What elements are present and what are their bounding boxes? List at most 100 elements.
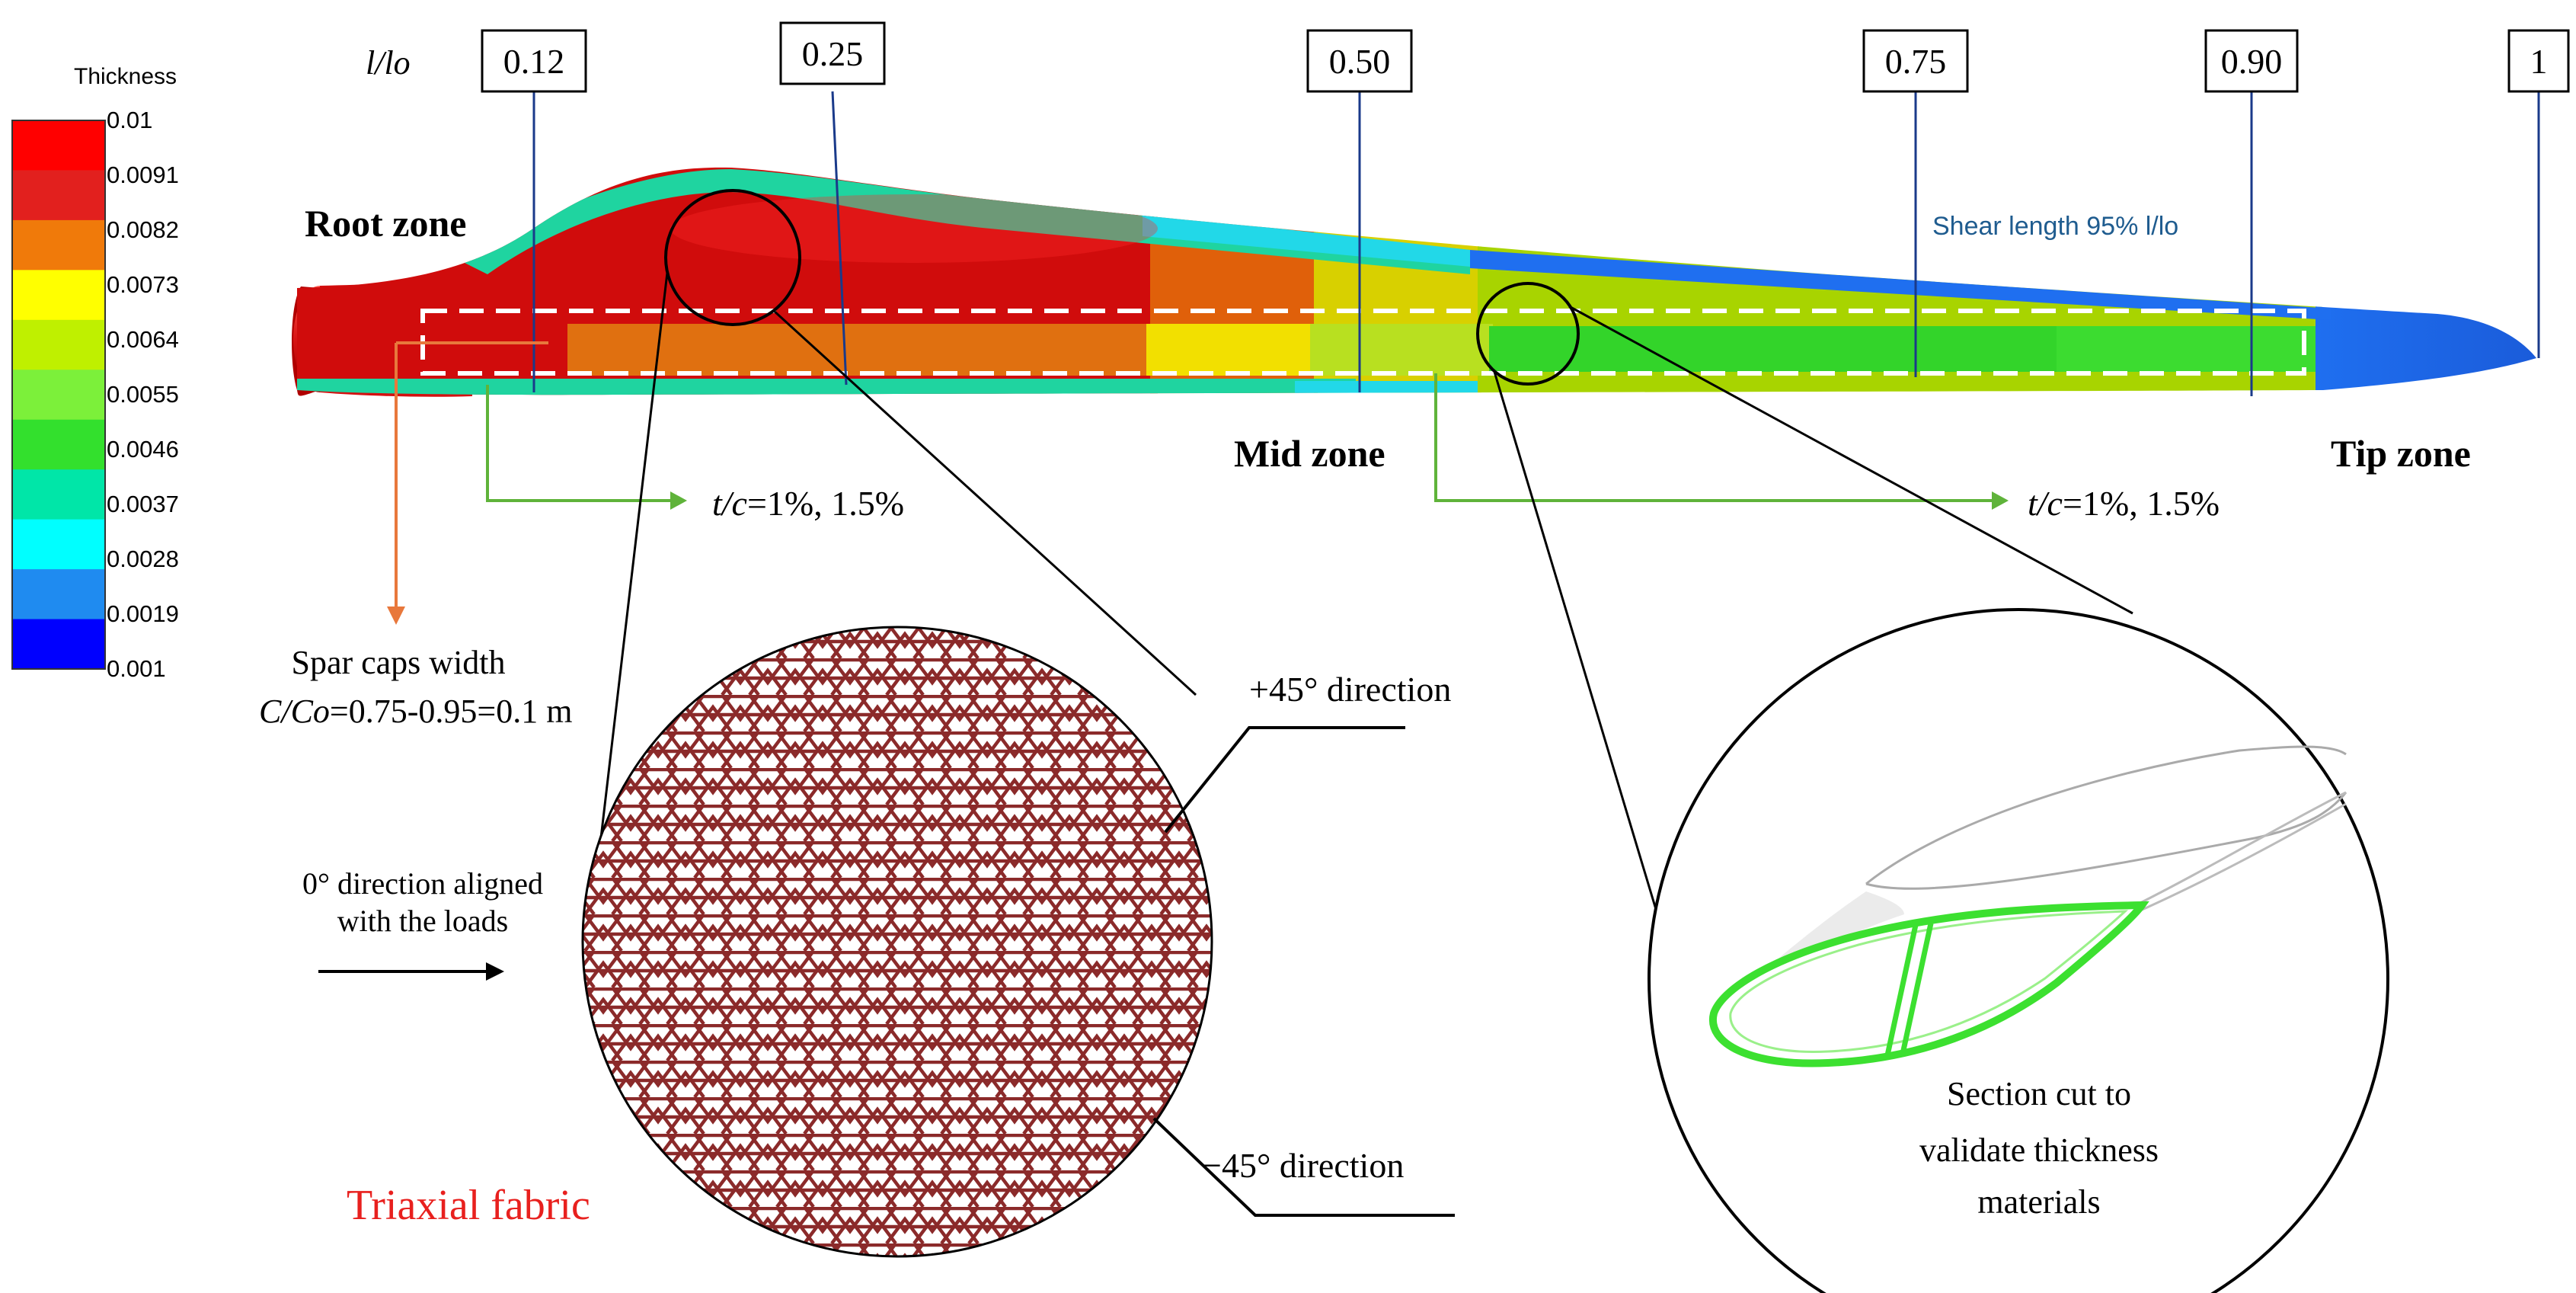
spar-cap-yellow [1146, 324, 1314, 376]
station-marker: 0.90 [2204, 29, 2299, 396]
station-label: 0.50 [1329, 42, 1391, 81]
zero-direction-arrow-head [486, 962, 504, 981]
station-line [831, 91, 848, 386]
tc-arrow-root: t/c=1%, 1.5% [486, 385, 904, 523]
tc-arrow-mid-head [1992, 491, 2009, 510]
tc-arrow-mid-line [1434, 373, 1992, 502]
legend-band [12, 319, 105, 370]
spar-caps-line1: Spar caps width [291, 644, 505, 681]
blade-thickness-field [297, 167, 2536, 395]
station-label: 0.12 [503, 42, 565, 81]
plus45-leader [1164, 726, 1405, 834]
fabric-title: Triaxial fabric [347, 1182, 590, 1229]
section-cut-detail: Section cut to validate thickness materi… [1648, 608, 2389, 1293]
legend-tick-label: 0.0046 [107, 436, 179, 462]
station-marker: 0.50 [1306, 29, 1413, 392]
station-label: 0.75 [1885, 42, 1947, 81]
section-airfoil-inner [1729, 910, 2128, 1053]
spar-cap-root [567, 324, 1154, 376]
tc-arrow-root-head [670, 491, 687, 510]
field-leading-cyan [1143, 213, 1470, 267]
legend-band [12, 519, 105, 570]
zoom-connector-section-right [1568, 305, 2133, 615]
legend-title: Thickness [74, 64, 177, 89]
station-box [1306, 29, 1413, 93]
station-box [2204, 29, 2299, 93]
station-marker: 1 [2507, 29, 2570, 358]
legend-band [12, 419, 105, 470]
station-marker: 0.12 [481, 29, 587, 392]
legend-tick-label: 0.0055 [107, 381, 179, 408]
field-leading-blue [1470, 250, 2331, 320]
spar-caps-ratio-values: =0.75-0.95=0.1 m [330, 693, 573, 730]
legend-band [12, 619, 105, 670]
zoom-connector-left [599, 272, 669, 845]
zoom-connector-right [772, 309, 1197, 696]
legend-band [12, 569, 105, 620]
station-label: 0.25 [802, 34, 864, 73]
section-circle [1648, 608, 2389, 1293]
legend-tick-label: 0.0073 [107, 271, 179, 298]
zero-direction-line1: 0° direction aligned [302, 866, 543, 901]
section-cut-line3: materials [1977, 1183, 2100, 1221]
station-marker: 0.25 [779, 21, 886, 386]
section-blade-surface [1865, 745, 2347, 890]
tc-label-mid-values: =1%, 1.5% [2063, 484, 2220, 523]
mid-zone-label: Mid zone [1234, 432, 1385, 475]
minus45-leader [1152, 1117, 1455, 1217]
spar-caps-ratio-symbol: C/Co [259, 693, 330, 730]
station-marker: 0.75 [1862, 29, 1969, 377]
legend-band [12, 370, 105, 421]
blade-model [292, 167, 2536, 397]
section-shear-web-b [1900, 923, 1934, 1055]
legend-tick-label: 0.0028 [107, 546, 179, 572]
legend-band [12, 219, 105, 270]
legend-band [12, 270, 105, 321]
legend-tick-label: 0.0082 [107, 216, 179, 243]
station-label: 1 [2530, 42, 2548, 81]
legend-tick-label: 0.0091 [107, 162, 179, 188]
field-trailing-cyan [1295, 381, 1478, 395]
spar-cap-lime [1310, 324, 1493, 376]
minus45-label: −45° direction [1202, 1146, 1404, 1185]
plus45-label: +45° direction [1249, 670, 1451, 709]
zoom-circle-root [664, 189, 801, 326]
blade-highlight [670, 194, 1158, 263]
spar-caps-arrow-head [387, 606, 405, 625]
field-trailing-teal [297, 379, 1356, 395]
station-label: 0.90 [2221, 42, 2283, 81]
section-cut-line1: Section cut to [1947, 1075, 2131, 1112]
zoom-circle-mid [1476, 282, 1580, 386]
tc-label-root: t/c=1%, 1.5% [712, 484, 904, 523]
tc-label-mid-symbol: t/c [2028, 484, 2063, 523]
legend-tick-label: 0.01 [107, 107, 152, 133]
legend-band [12, 170, 105, 221]
legend-band [12, 120, 105, 171]
tc-label-root-symbol: t/c [712, 484, 747, 523]
field-tip-blue [2316, 167, 2536, 395]
thickness-legend: Thickness 0.010.00910.00820.00730.00640.… [11, 64, 179, 682]
tc-arrow-root-line [486, 385, 670, 502]
section-shear-web-a [1884, 924, 1919, 1056]
section-blade-trailing [2132, 791, 2347, 912]
legend-tick-label: 0.0037 [107, 491, 179, 517]
station-box [1862, 29, 1969, 93]
spar-caps-line2: C/Co=0.75-0.95=0.1 m [259, 693, 572, 730]
tc-label-mid: t/c=1%, 1.5% [2028, 484, 2220, 523]
section-airfoil-profile [1708, 901, 2149, 1067]
section-blade-shade [1775, 891, 1904, 962]
station-markers: 0.12 0.25 0.50 0.75 0.90 1 [481, 21, 2570, 396]
spar-caps-annotation: Spar caps width C/Co=0.75-0.95=0.1 m [259, 341, 572, 730]
legend-tick-label: 0.001 [107, 655, 166, 682]
field-leading-teal [457, 169, 1470, 274]
station-box [2507, 29, 2570, 93]
legend-border [11, 120, 106, 670]
station-box [779, 21, 886, 85]
tc-arrow-mid: t/c=1%, 1.5% [1434, 373, 2220, 523]
section-cut-line2: validate thickness [1919, 1131, 2159, 1169]
legend-band [12, 469, 105, 520]
station-box [481, 29, 587, 93]
